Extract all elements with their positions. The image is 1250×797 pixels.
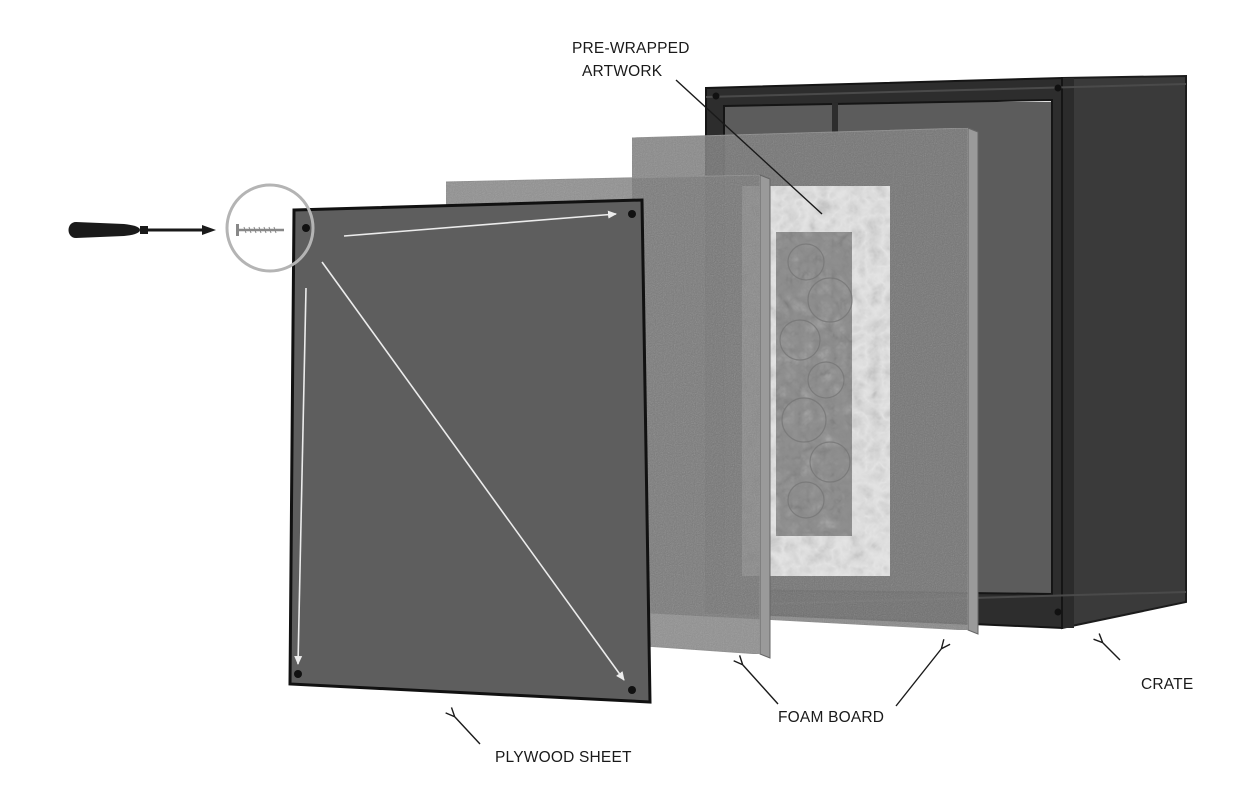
label-artwork-line2: ARTWORK [582, 63, 663, 80]
plywood-screw-top-right [628, 210, 636, 218]
label-artwork-line1: PRE-WRAPPED [572, 40, 690, 57]
foam-board-front-edge [760, 175, 770, 658]
crate-screw-2 [1055, 85, 1062, 92]
label-plywood-sheet: PLYWOOD SHEET [495, 749, 632, 766]
plywood-sheet [290, 200, 650, 702]
label-foam-board: FOAM BOARD [778, 709, 884, 726]
label-foam-board-group: FOAM BOARD [742, 648, 942, 726]
crate-screw-1 [713, 93, 720, 100]
label-crate: CRATE [1141, 676, 1193, 693]
label-plywood-group: PLYWOOD SHEET [454, 716, 632, 766]
screwdriver-icon [69, 222, 217, 238]
screw-icon [236, 224, 284, 236]
plywood-screw-bottom-left [294, 670, 302, 678]
pointer-plywood [454, 716, 480, 744]
label-crate-group: CRATE [1102, 642, 1193, 693]
crate-inner-divider [832, 103, 838, 133]
crate-side-panel [1062, 76, 1186, 628]
plywood-screw-top-left [302, 224, 310, 232]
foam-board-back-edge [968, 128, 978, 634]
pointer-foam-back [896, 648, 942, 706]
crate-side-stile [1062, 78, 1074, 628]
pointer-crate [1102, 642, 1120, 660]
pointer-foam-front [742, 664, 778, 704]
plywood-sheet-face [290, 200, 650, 702]
crate-screw-3 [1055, 609, 1062, 616]
plywood-screw-bottom-right [628, 686, 636, 694]
